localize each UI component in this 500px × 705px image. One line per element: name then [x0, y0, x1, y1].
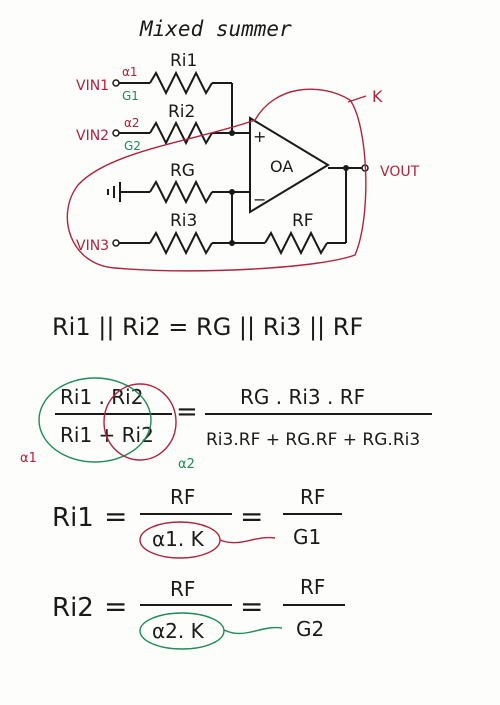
eq2-alpha1-note: α1	[20, 451, 37, 466]
eq3-numerator: RF	[170, 485, 195, 509]
eq3-equals-1: =	[104, 500, 127, 533]
ri1-label: Ri1	[170, 51, 197, 71]
rg-label: RG	[170, 161, 195, 181]
eq2-red-loop	[103, 383, 177, 461]
eq2-lhs-numerator: Ri1 . Ri2	[60, 385, 143, 409]
circuit-wires	[107, 70, 362, 256]
g2-label: G2	[124, 139, 141, 153]
minus-sign: −	[253, 190, 266, 209]
eq2-rhs-numerator: RG . Ri3 . RF	[240, 385, 365, 409]
input-terminals	[112, 79, 369, 247]
ri3-label: Ri3	[170, 211, 197, 231]
diagram-title: Mixed summer	[139, 17, 292, 41]
eq4-equals-2: =	[240, 590, 263, 623]
eq4-denominator-2: G2	[296, 617, 324, 641]
rf-label: RF	[292, 211, 314, 231]
eq4-equals-1: =	[104, 590, 127, 623]
k-contour	[66, 88, 367, 272]
eq4-numerator-2: RF	[300, 575, 325, 599]
k-label: K	[372, 87, 383, 106]
vin2-label: VIN2	[76, 128, 109, 144]
k-pointer	[347, 95, 367, 103]
vout-label: VOUT	[380, 164, 420, 180]
eq3-equals-2: =	[240, 500, 263, 533]
eq2-equals: =	[176, 397, 198, 427]
eq3-red-tail	[219, 536, 276, 544]
eq2-green-loop	[38, 377, 152, 463]
eq4-lhs: Ri2	[52, 593, 94, 623]
ri2-label: Ri2	[168, 102, 195, 122]
eq2-lhs-denominator: Ri1 + Ri2	[60, 423, 154, 447]
eq3-denominator: α1. K	[152, 527, 205, 551]
opamp-label: OA	[270, 157, 293, 176]
eq2-alpha2-note: α2	[178, 457, 195, 472]
eq3-lhs: Ri1	[52, 503, 94, 533]
circuit-junctions	[229, 130, 349, 246]
eq4-denominator: α2. K	[152, 619, 205, 643]
eq2-rhs-denominator: Ri3.RF + RG.RF + RG.Ri3	[206, 430, 420, 450]
alpha2-label: α2	[124, 116, 140, 130]
equation-1: Ri1 || Ri2 = RG || Ri3 || RF	[52, 313, 363, 341]
vin1-label: VIN1	[76, 78, 109, 94]
eq4-green-tail	[223, 626, 283, 635]
plus-sign: +	[253, 127, 266, 146]
eq3-numerator-2: RF	[300, 485, 325, 509]
eq4-green-loop	[139, 612, 225, 650]
eq4-numerator: RF	[170, 577, 195, 601]
eq3-denominator-2: G1	[293, 525, 321, 549]
vin3-label: VIN3	[76, 238, 109, 254]
g1-label: G1	[122, 89, 139, 103]
alpha1-label: α1	[122, 65, 138, 79]
